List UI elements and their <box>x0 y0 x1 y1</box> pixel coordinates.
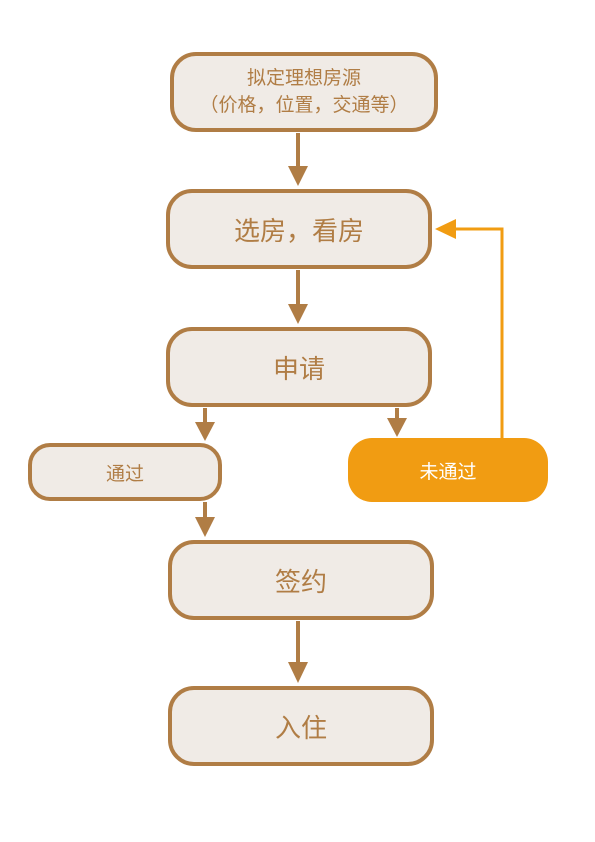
edge-pass-sign <box>195 502 215 537</box>
node-define-line2: （价格，位置，交通等） <box>199 94 409 116</box>
edge-fail-select-loop <box>435 219 504 438</box>
node-move-in: 入住 <box>168 686 434 766</box>
node-fail-label: 未通过 <box>419 460 477 483</box>
node-apply-label: 申请 <box>272 354 325 385</box>
node-select-view: 选房，看房 <box>166 189 432 269</box>
edge-select-apply <box>288 270 308 324</box>
edge-define-select <box>288 133 308 186</box>
node-sign: 签约 <box>168 540 434 620</box>
edge-apply-pass <box>195 408 215 441</box>
node-define-ideal-listing: 拟定理想房源 （价格，位置，交通等） <box>170 52 438 132</box>
node-define-line1: 拟定理想房源 <box>246 67 361 89</box>
node-fail: 未通过 <box>348 438 548 502</box>
node-apply: 申请 <box>166 327 432 407</box>
node-pass-label: 通过 <box>105 462 144 485</box>
node-select-label: 选房，看房 <box>233 216 364 247</box>
node-pass: 通过 <box>28 443 222 501</box>
node-sign-label: 签约 <box>274 567 327 598</box>
node-movein-label: 入住 <box>274 713 327 744</box>
edge-apply-fail <box>387 408 407 437</box>
edge-sign-movein <box>288 621 308 683</box>
